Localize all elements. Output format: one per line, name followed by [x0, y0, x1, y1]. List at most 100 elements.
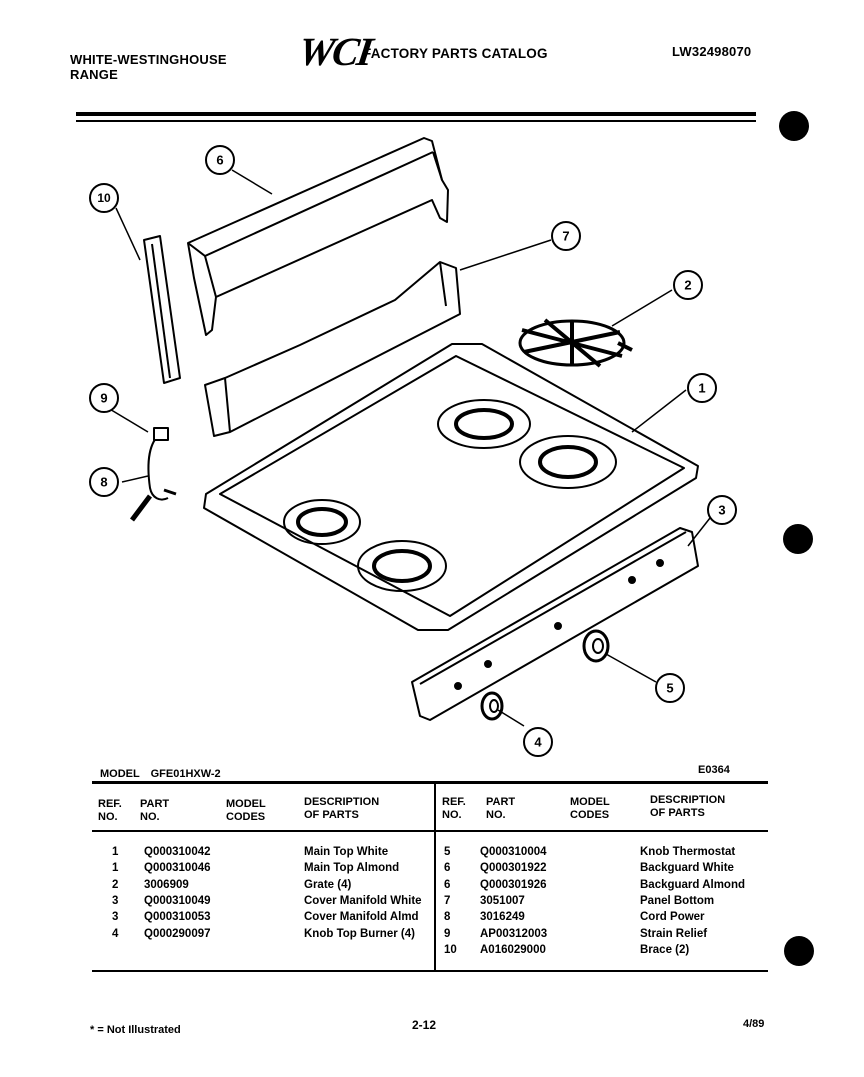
ref-no: 9 — [444, 927, 451, 940]
table-bottom-rule — [92, 970, 768, 972]
description: Cover Manifold Almd — [304, 911, 419, 924]
callout-3: 3 — [718, 503, 725, 518]
knob-thermostat-part — [582, 629, 610, 663]
part-no: AP00312003 — [480, 927, 548, 940]
header-ref-no-left: REF. NO. — [98, 798, 122, 823]
ref-no: 10 — [444, 943, 457, 956]
ref-no: 2 — [112, 878, 119, 891]
part-no: 3051007 — [480, 895, 525, 908]
table-row: 3 Q000310053 Cover Manifold Almd — [112, 909, 432, 925]
table-column-divider — [434, 784, 436, 972]
description: Grate (4) — [304, 878, 352, 891]
page-number: 2-12 — [412, 1018, 437, 1032]
callout-6: 6 — [216, 153, 223, 168]
header-description-left: DESCRIPTION OF PARTS — [304, 796, 380, 821]
description: Knob Top Burner (4) — [304, 927, 415, 940]
table-row: 10 A016029000 Brace (2) — [444, 942, 764, 958]
part-no: 3006909 — [144, 878, 189, 891]
ref-no: 8 — [444, 911, 451, 924]
catalog-number: LW32498070 — [672, 44, 752, 59]
ref-no: 1 — [112, 846, 119, 859]
part-no: Q000301926 — [480, 878, 547, 891]
part-no: Q000310046 — [144, 862, 211, 875]
table-row: 6 Q000301926 Backguard Almond — [444, 877, 764, 893]
part-no: Q000310004 — [480, 846, 547, 859]
description: Main Top Almond — [304, 862, 400, 875]
part-no: 3016249 — [480, 911, 525, 924]
table-row: 5 Q000310004 Knob Thermostat — [444, 844, 764, 860]
table-header-rule — [92, 830, 768, 832]
table-row: 9 AP00312003 Strain Relief — [444, 925, 764, 941]
header-rule-thin — [76, 120, 756, 122]
callout-8: 8 — [100, 475, 107, 490]
brand-line-1: WHITE-WESTINGHOUSE — [70, 52, 227, 67]
ref-no: 3 — [112, 895, 119, 908]
callout-circles — [89, 145, 737, 757]
callout-2: 2 — [684, 278, 691, 293]
ref-no: 4 — [112, 927, 119, 940]
header-model-codes-left: MODEL CODES — [226, 798, 266, 823]
header-rule — [76, 112, 756, 116]
model-value: GFE01HXW-2 — [150, 768, 221, 780]
brand-line-2: RANGE — [70, 67, 118, 82]
part-no: Q000310053 — [144, 911, 211, 924]
callout-4: 4 — [534, 735, 542, 750]
callout-9: 9 — [100, 391, 107, 406]
callout-5: 5 — [666, 681, 673, 696]
brace-part — [143, 235, 181, 384]
table-row: 8 3016249 Cord Power — [444, 909, 764, 925]
not-illustrated-note: * = Not Illustrated — [90, 1024, 181, 1036]
header-part-no-right: PART NO. — [486, 796, 516, 821]
main-top-part — [203, 343, 699, 631]
header-ref-no-right: REF. NO. — [442, 796, 466, 821]
table-row: 7 3051007 Panel Bottom — [444, 893, 764, 909]
description: Cover Manifold White — [304, 895, 422, 908]
panel-bottom-part — [204, 261, 461, 437]
punch-hole-middle — [783, 524, 813, 554]
catalog-title: FACTORY PARTS CATALOG — [363, 46, 548, 61]
header-model-codes-right: MODEL CODES — [570, 796, 610, 821]
power-cord-part — [130, 427, 177, 522]
description: Knob Thermostat — [640, 846, 736, 859]
description: Strain Relief — [640, 927, 708, 940]
table-row: 1 Q000310046 Main Top Almond — [112, 860, 432, 876]
header-description-right: DESCRIPTION OF PARTS — [650, 794, 726, 819]
ref-no: 1 — [112, 862, 119, 875]
callout-1: 1 — [698, 381, 705, 396]
table-top-rule — [92, 781, 768, 784]
table-row: 2 3006909 Grate (4) — [112, 877, 432, 893]
callout-7: 7 — [562, 229, 569, 244]
ref-no: 3 — [112, 911, 119, 924]
catalog-date: 4/89 — [743, 1018, 765, 1030]
model-label: MODEL — [100, 768, 140, 780]
knob-top-burner-part — [480, 691, 504, 721]
grate-part — [518, 318, 633, 368]
brand-name: WHITE-WESTINGHOUSE RANGE — [70, 52, 227, 82]
description: Panel Bottom — [640, 895, 715, 908]
callout-10: 10 — [97, 191, 111, 205]
ref-no: 5 — [444, 846, 451, 859]
header-part-no-left: PART NO. — [140, 798, 170, 823]
part-no: A016029000 — [480, 943, 546, 956]
description: Main Top White — [304, 846, 389, 859]
punch-hole-top — [779, 111, 809, 141]
callout-leaders — [107, 169, 711, 727]
model-line: MODEL GFE01HXW-2 — [100, 768, 221, 780]
part-no: Q000290097 — [144, 927, 211, 940]
description: Backguard Almond — [640, 878, 746, 891]
description: Cord Power — [640, 911, 705, 924]
table-row: 4 Q000290097 Knob Top Burner (4) — [112, 925, 432, 941]
ref-no: 6 — [444, 862, 451, 875]
description: Backguard White — [640, 862, 734, 875]
ref-no: 6 — [444, 878, 451, 891]
punch-hole-bottom — [784, 936, 814, 966]
ref-no: 7 — [444, 895, 451, 908]
backguard-part — [187, 137, 449, 336]
description: Brace (2) — [640, 943, 690, 956]
exploded-parts-diagram: 1 2 3 4 5 6 7 8 9 10 — [89, 137, 737, 757]
